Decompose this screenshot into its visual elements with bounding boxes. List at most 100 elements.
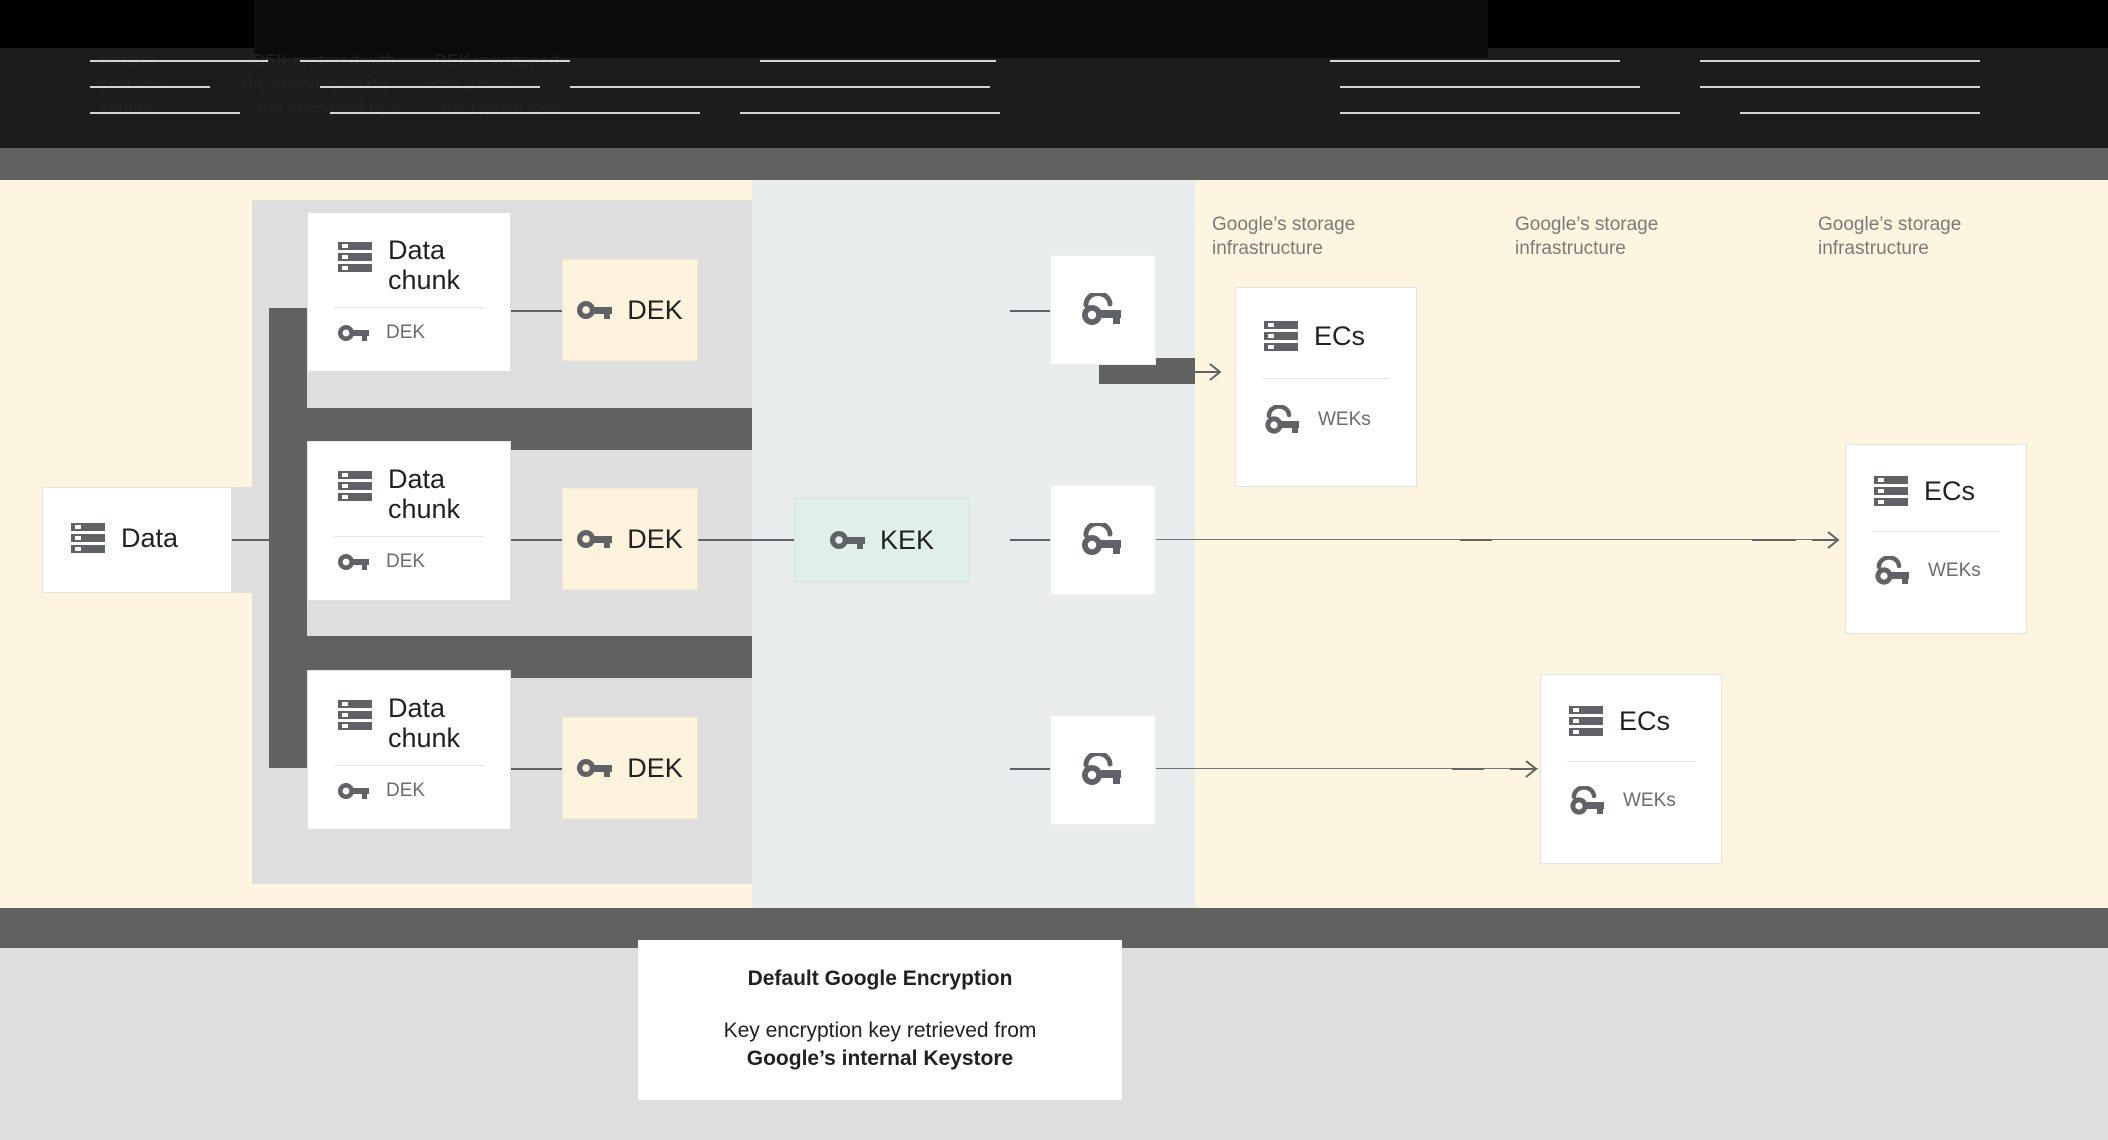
chip-wrapped-key[interactable]: [1050, 715, 1156, 825]
key-icon: [577, 528, 613, 550]
header-text-line-3: chunks and encrypted by a Encryption Key: [100, 99, 559, 118]
connector-chunk-to-dek-3: [511, 768, 562, 770]
card-chunk-title: Data chunk: [388, 464, 461, 524]
header-artifact-9: [1340, 86, 1640, 88]
key-icon: [338, 781, 370, 801]
header-artifact-10: [1700, 86, 1980, 88]
card-data-source-label: Data: [121, 523, 179, 553]
header-blackout-block: [254, 0, 1488, 58]
chip-kek-label: KEK: [879, 524, 935, 555]
wrapped-key-icon: [1080, 523, 1126, 557]
card-ecs-key-label: WEKs: [1928, 560, 1981, 581]
header-artifact-4: [1330, 60, 1620, 62]
chip-dek-label: DEK: [627, 523, 683, 554]
connector-to-wrapped-key-1: [1010, 310, 1050, 312]
card-data-chunk[interactable]: Data chunk DEK: [307, 212, 511, 372]
caption-body-line-1: Key encryption key retrieved from: [723, 1019, 1037, 1042]
card-chunk-title: Data chunk: [388, 235, 461, 295]
card-divider: [1567, 761, 1695, 762]
storage-icon: [1874, 475, 1908, 507]
connector-to-wrapped-key-3: [1010, 768, 1050, 770]
header-text-line-2: split into the encrypted data with a Key: [100, 75, 508, 94]
header-artifact-12: [330, 112, 700, 114]
connector-dek-to-kek: [698, 539, 794, 541]
storage-icon: [338, 241, 372, 273]
card-chunk-title: Data chunk: [388, 693, 461, 753]
card-chunk-key-label: DEK: [386, 322, 426, 343]
key-icon: [829, 529, 866, 551]
wrapped-key-icon: [1264, 405, 1304, 435]
card-divider: [334, 536, 484, 537]
card-ecs-title: ECs: [1619, 706, 1671, 736]
card-data-chunk[interactable]: Data chunk DEK: [307, 670, 511, 830]
card-chunk-key-row: DEK: [308, 308, 510, 344]
card-ecs-key-row: WEKs: [1541, 762, 1721, 816]
arrowhead-storage-2: [1812, 527, 1848, 553]
chip-dek[interactable]: DEK: [562, 488, 698, 590]
header-artifact-13: [740, 112, 1000, 114]
connector-storage-row3: [1156, 768, 1538, 769]
card-ecs-key-row: WEKs: [1236, 379, 1416, 435]
header-artifact-11: [90, 112, 240, 114]
card-data-chunk[interactable]: Data chunk DEK: [307, 441, 511, 601]
header-artifact-6: [90, 86, 210, 88]
chip-dek-label: DEK: [627, 294, 683, 325]
card-chunk-key-label: DEK: [386, 780, 426, 801]
label-storage-infrastructure-1: Google’s storage infrastructure: [1212, 214, 1356, 259]
header-artifact-2: [300, 60, 570, 62]
connector-storage-row3-seg: [1452, 768, 1484, 770]
chip-wrapped-key[interactable]: [1050, 255, 1156, 365]
caption-card: Default Google Encryption Key encryption…: [638, 940, 1122, 1100]
card-ecs-title: ECs: [1314, 321, 1366, 351]
card-divider: [334, 307, 484, 308]
chip-dek[interactable]: DEK: [562, 717, 698, 819]
splitter-vertical-bar: [269, 308, 307, 768]
card-ecs-key-label: WEKs: [1623, 790, 1676, 811]
chip-wrapped-key[interactable]: [1050, 485, 1156, 595]
connector-data-to-splitter: [232, 539, 272, 541]
caption-body-line-2: Google’s internal Keystore: [746, 1047, 1014, 1070]
header-artifact-15: [1740, 112, 1980, 114]
storage-icon: [1569, 705, 1603, 737]
connector-chunk-to-dek-2: [511, 539, 562, 541]
card-ecs-key-label: WEKs: [1318, 409, 1371, 430]
caption-title: Default Google Encryption: [747, 967, 1013, 990]
header-artifact-7: [320, 86, 540, 88]
card-divider: [334, 765, 484, 766]
key-icon: [338, 552, 370, 572]
connector-chunk-to-dek-1: [511, 310, 562, 312]
arrowhead-storage-1: [1186, 359, 1232, 385]
connector-storage-long-seg-a: [1460, 539, 1492, 541]
header-divider-band: [0, 148, 2108, 180]
connector-storage-long-seg-b: [1752, 539, 1796, 541]
card-ecs[interactable]: ECs WEKs: [1235, 287, 1417, 487]
card-ecs[interactable]: ECs WEKs: [1540, 674, 1722, 864]
card-data-source[interactable]: Data: [42, 487, 232, 593]
storage-icon: [1264, 320, 1298, 352]
wrapped-key-icon: [1569, 786, 1609, 816]
label-storage-infrastructure-3: Google’s storage infrastructure: [1818, 214, 1962, 259]
header-artifact-1: [90, 60, 268, 62]
header-artifact-5: [1700, 60, 1980, 62]
storage-icon: [338, 699, 372, 731]
storage-icon: [338, 470, 372, 502]
header-redacted-band: [0, 48, 2108, 148]
chip-dek-label: DEK: [627, 752, 683, 783]
storage-icon: [71, 522, 105, 554]
connector-to-wrapped-key-2: [1010, 539, 1050, 541]
header-artifact-8: [570, 86, 990, 88]
card-chunk-key-label: DEK: [386, 551, 426, 572]
label-storage-infrastructure-2: Google’s storage infrastructure: [1515, 214, 1659, 259]
card-chunk-key-row: DEK: [308, 537, 510, 573]
card-divider: [1872, 531, 2000, 532]
card-ecs-title: ECs: [1924, 476, 1976, 506]
key-icon: [577, 757, 613, 779]
key-icon: [338, 323, 370, 343]
card-ecs[interactable]: ECs WEKs: [1845, 444, 2027, 634]
chip-kek[interactable]: KEK: [794, 498, 970, 582]
chip-dek[interactable]: DEK: [562, 259, 698, 361]
card-chunk-key-row: DEK: [308, 766, 510, 802]
header-artifact-14: [1340, 112, 1680, 114]
wrapped-key-icon: [1874, 556, 1914, 586]
